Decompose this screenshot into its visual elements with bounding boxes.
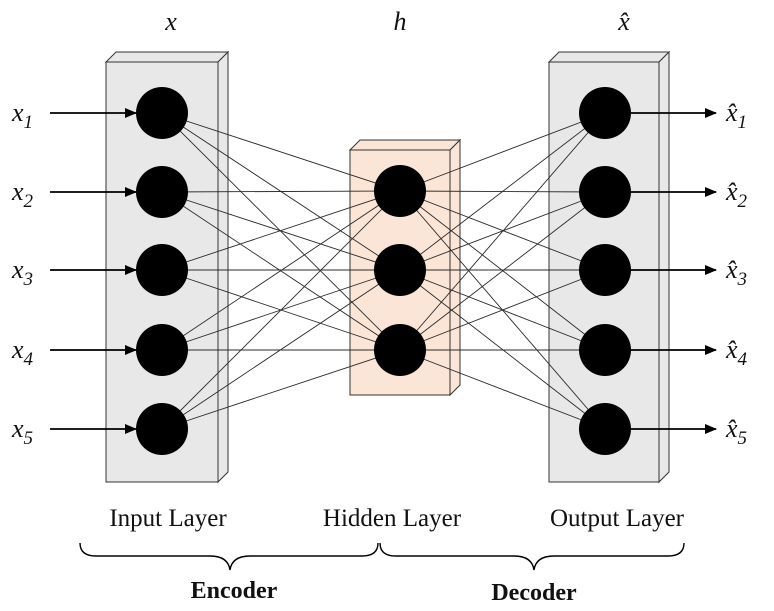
- output-vector-label: x̂: [617, 7, 630, 36]
- input-vector-label: x: [164, 7, 177, 36]
- decoder-edge-2-5: [399, 269, 606, 430]
- input-layer-label: Input Layer: [109, 505, 227, 532]
- input-label-1: x1: [11, 98, 33, 133]
- encoder-edge-2-2: [161, 191, 401, 271]
- hidden-neuron-1: [374, 165, 426, 217]
- output-layer-label: Output Layer: [550, 505, 685, 532]
- input-neuron-4: [136, 324, 188, 376]
- encoder-label: Encoder: [191, 578, 278, 604]
- decoder-edge-3-3: [399, 269, 606, 351]
- decoder-edge-1-1: [399, 112, 606, 192]
- input-label-3: x3: [11, 255, 33, 290]
- decoder-edge-3-5: [399, 349, 606, 430]
- decoder-edge-1-3: [399, 190, 606, 271]
- hidden-vector-label: h: [394, 7, 407, 36]
- decoder-edge-3-2: [399, 191, 606, 351]
- encoder-edge-4-1: [161, 190, 401, 351]
- output-neuron-5: [579, 403, 631, 455]
- encoder-edge-3-1: [161, 190, 401, 271]
- encoder-edge-1-1: [161, 112, 401, 192]
- output-label-4: x̂4: [725, 335, 748, 370]
- output-label-2: x̂2: [725, 177, 748, 212]
- output-label-5: x̂5: [725, 414, 747, 449]
- output-neuron-3: [579, 244, 631, 296]
- input-neuron-5: [136, 403, 188, 455]
- input-label-2: x2: [11, 177, 34, 212]
- output-neuron-2: [579, 166, 631, 218]
- decoder-brace: [379, 542, 685, 571]
- output-label-3: x̂3: [725, 255, 747, 290]
- output-neuron-1: [579, 87, 631, 139]
- encoder-edge-2-1: [161, 190, 401, 193]
- encoder-edge-5-1: [161, 190, 401, 430]
- output-label-1: x̂1: [725, 98, 747, 133]
- encoder-edge-1-3: [161, 112, 401, 351]
- hidden-neuron-2: [374, 244, 426, 296]
- decoder-edge-2-1: [399, 112, 606, 271]
- input-label-5: x5: [11, 414, 33, 449]
- encoder-brace: [79, 542, 379, 571]
- decoder-label: Decoder: [491, 580, 577, 606]
- encoder-edge-5-3: [161, 349, 401, 430]
- hidden-neuron-3: [374, 324, 426, 376]
- input-label-4: x4: [11, 335, 34, 370]
- hidden-layer-label: Hidden Layer: [323, 505, 462, 532]
- input-neuron-3: [136, 244, 188, 296]
- input-neuron-2: [136, 166, 188, 218]
- input-neuron-1: [136, 87, 188, 139]
- decoder-edge-3-1: [399, 112, 606, 351]
- encoder-edge-5-2: [161, 269, 401, 430]
- output-neuron-4: [579, 324, 631, 376]
